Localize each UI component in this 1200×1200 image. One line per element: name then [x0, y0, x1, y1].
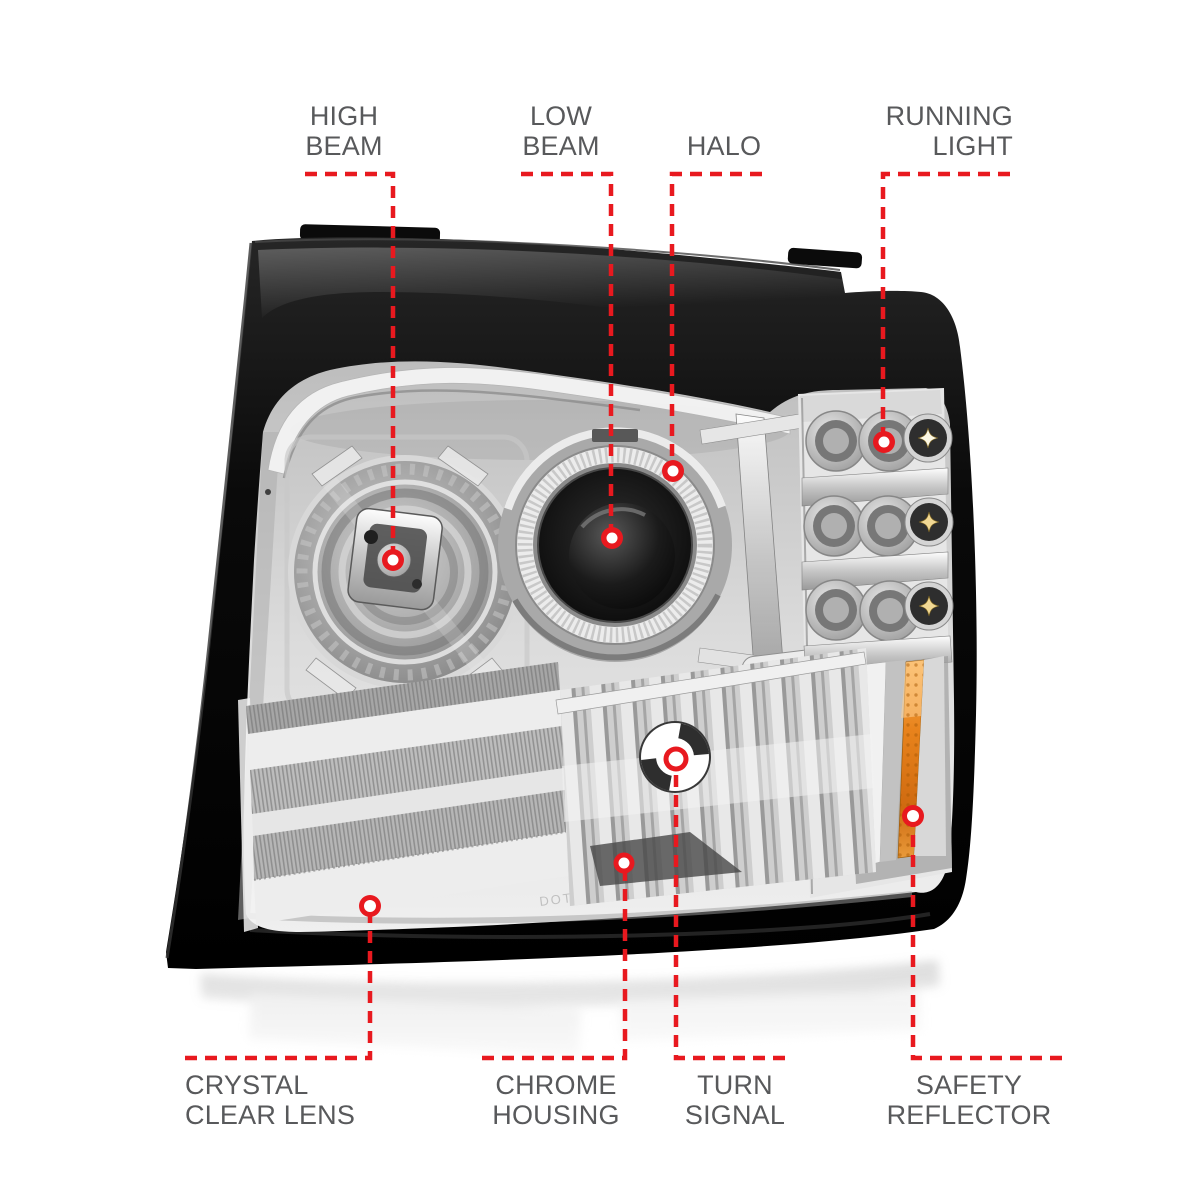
callout-label-safety-reflector: SAFETY REFLECTOR	[886, 1070, 1052, 1130]
callout-label-halo: HALO	[686, 131, 762, 161]
callout-low-beam	[521, 171, 623, 549]
led-star	[918, 511, 940, 533]
running-light-row	[805, 579, 954, 642]
callout-turn-signal	[663, 746, 785, 1061]
projector-lens	[569, 503, 675, 609]
lens-marking: DOT	[539, 890, 574, 909]
callout-label-turn-signal: TURN SIGNAL	[684, 1070, 786, 1130]
callout-running-light	[873, 171, 1010, 453]
led-star	[917, 427, 939, 449]
turn-signal-lens	[555, 648, 876, 906]
housing-screw	[265, 489, 271, 495]
callout-safety-reflector	[902, 805, 1062, 1061]
running-light-row	[803, 495, 954, 557]
callout-crystal-clear-lens	[185, 895, 381, 1061]
crystal-clear-lens-ribs: DOT	[238, 662, 574, 932]
callout-label-crystal-clear-lens: CRYSTAL CLEAR LENS	[185, 1070, 356, 1130]
callout-high-beam	[305, 171, 404, 571]
callout-halo	[662, 171, 762, 482]
callout-label-high-beam: HIGH BEAM	[305, 101, 383, 161]
callout-label-running-light: RUNNING LIGHT	[885, 101, 1013, 161]
reflection-fade	[130, 966, 1050, 1136]
led-star	[918, 595, 940, 617]
callout-chrome-housing	[482, 852, 635, 1061]
callout-label-chrome-housing: CHROME HOUSING	[492, 1070, 620, 1130]
callout-label-low-beam: LOW BEAM	[522, 101, 600, 161]
